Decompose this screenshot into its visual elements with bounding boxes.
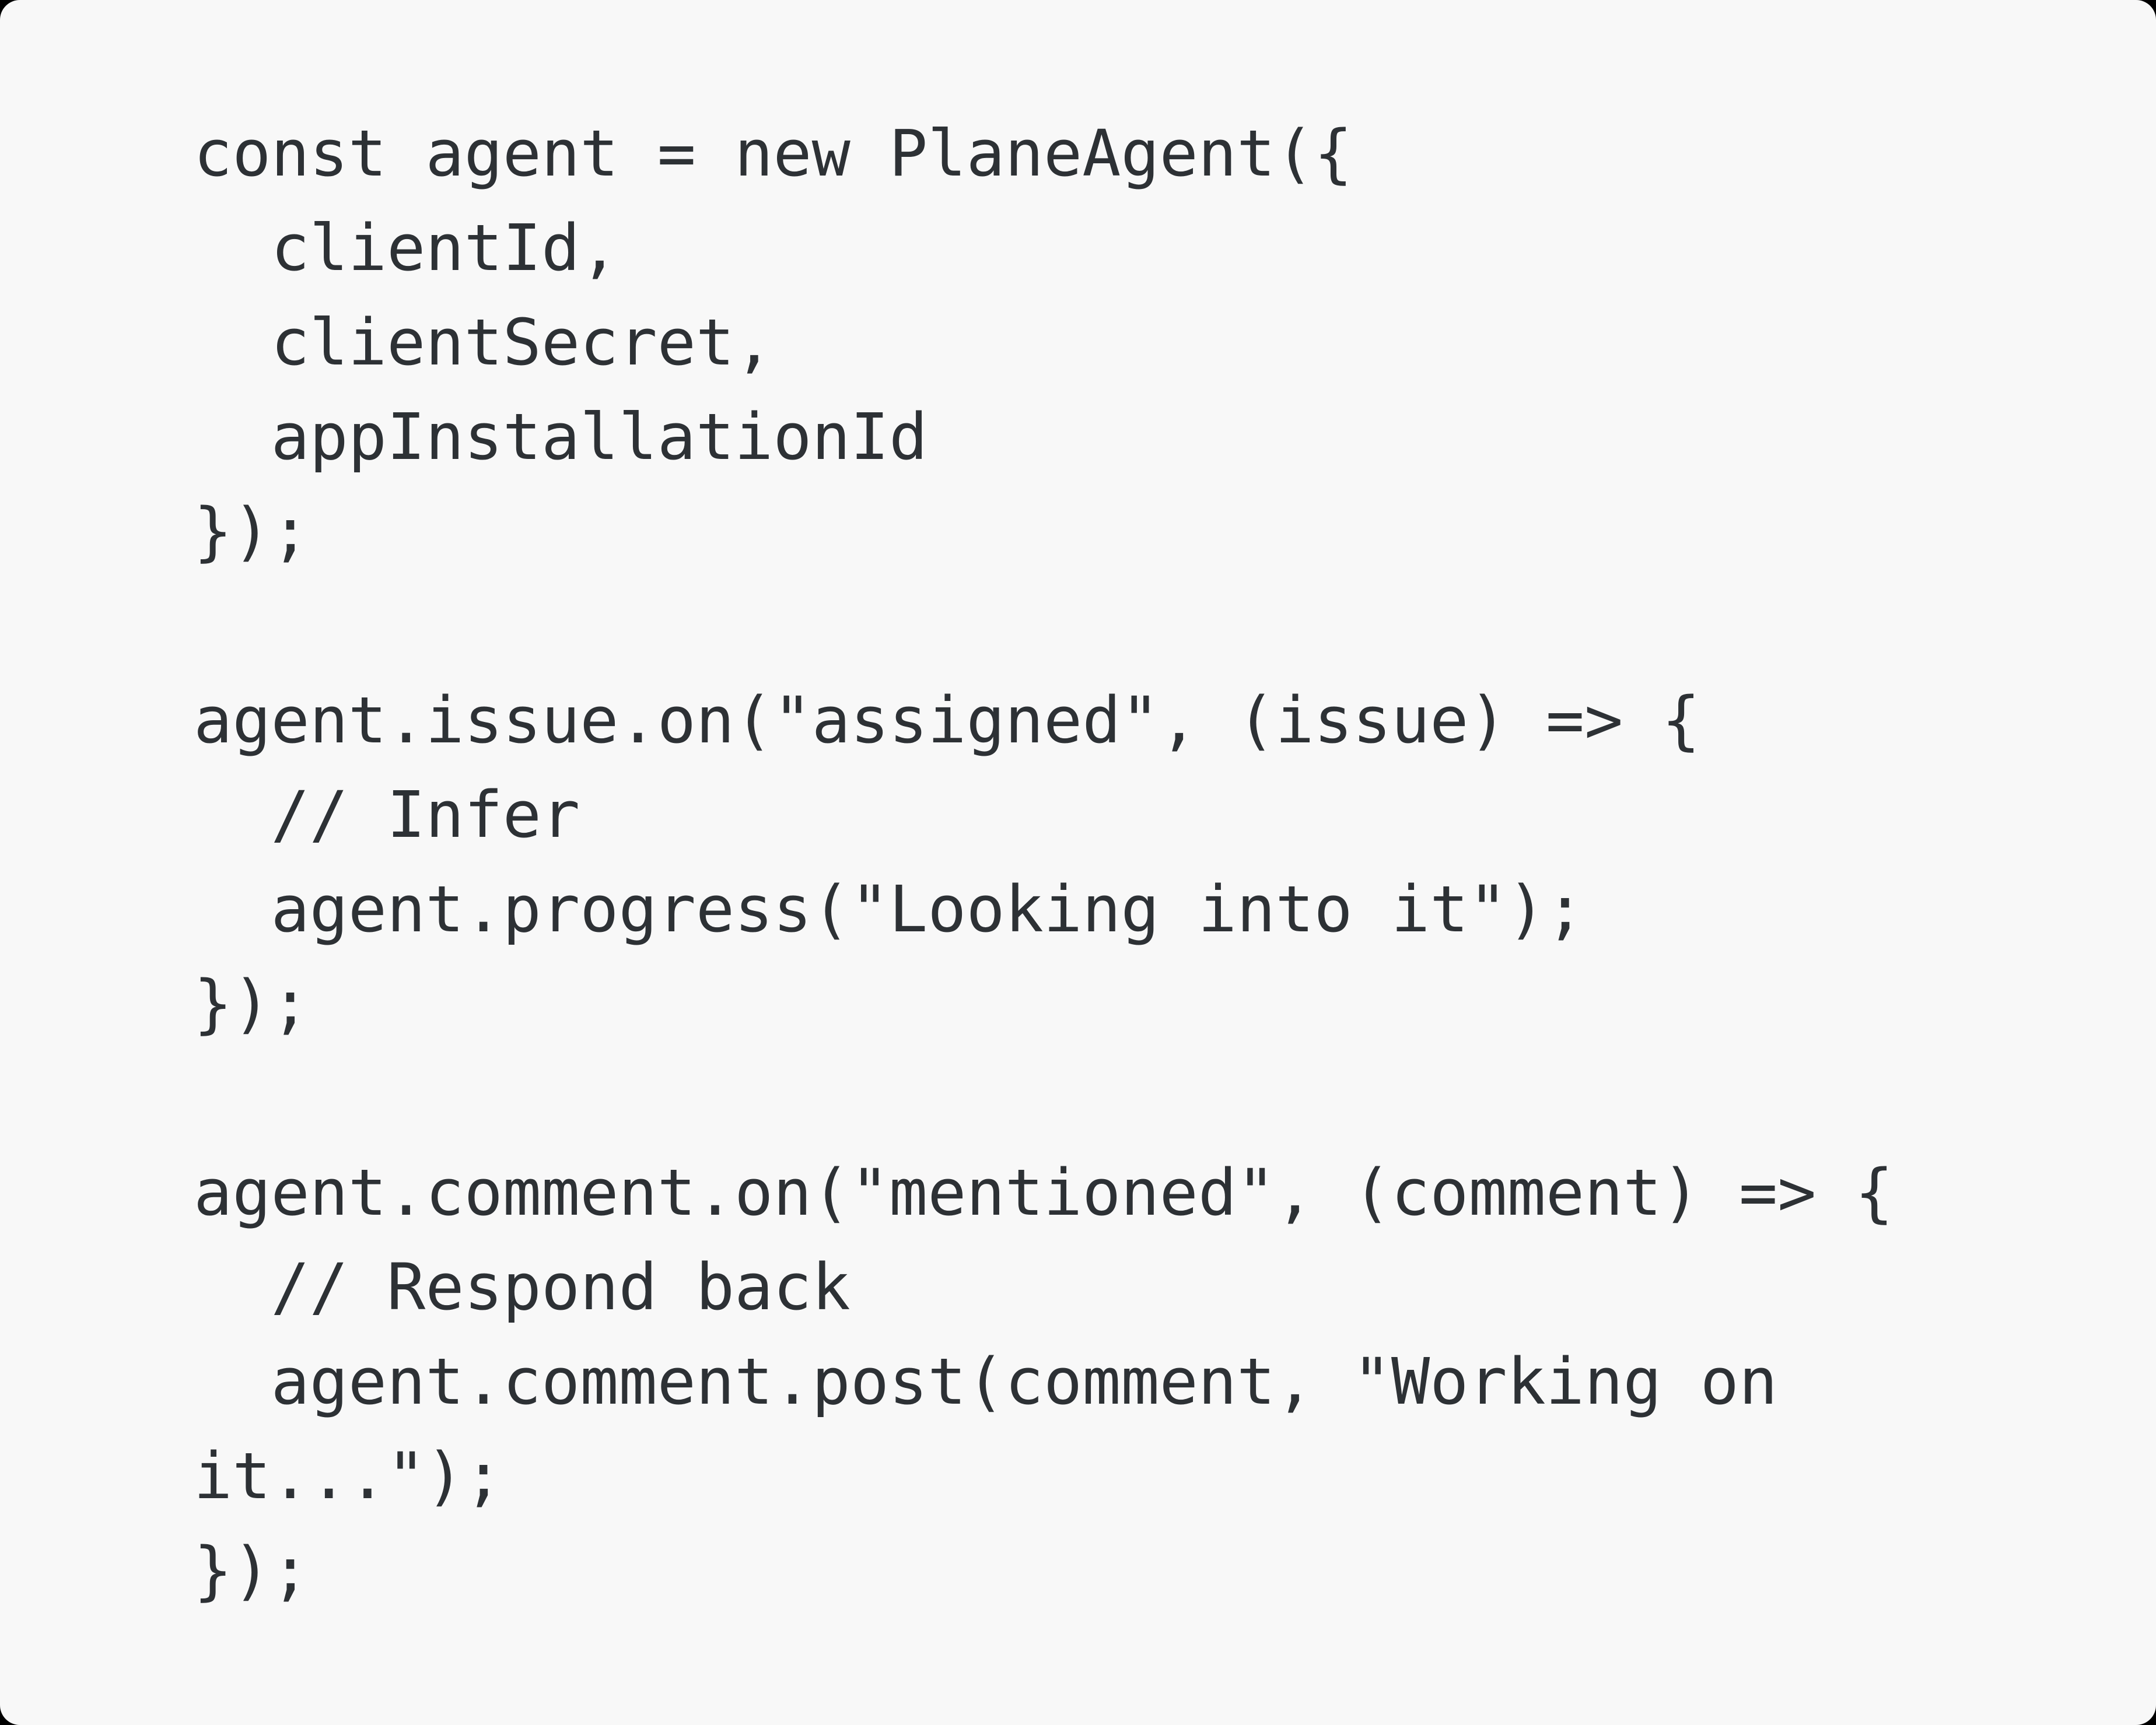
code-block: const agent = new PlaneAgent({ clientId,…	[194, 116, 1894, 1608]
